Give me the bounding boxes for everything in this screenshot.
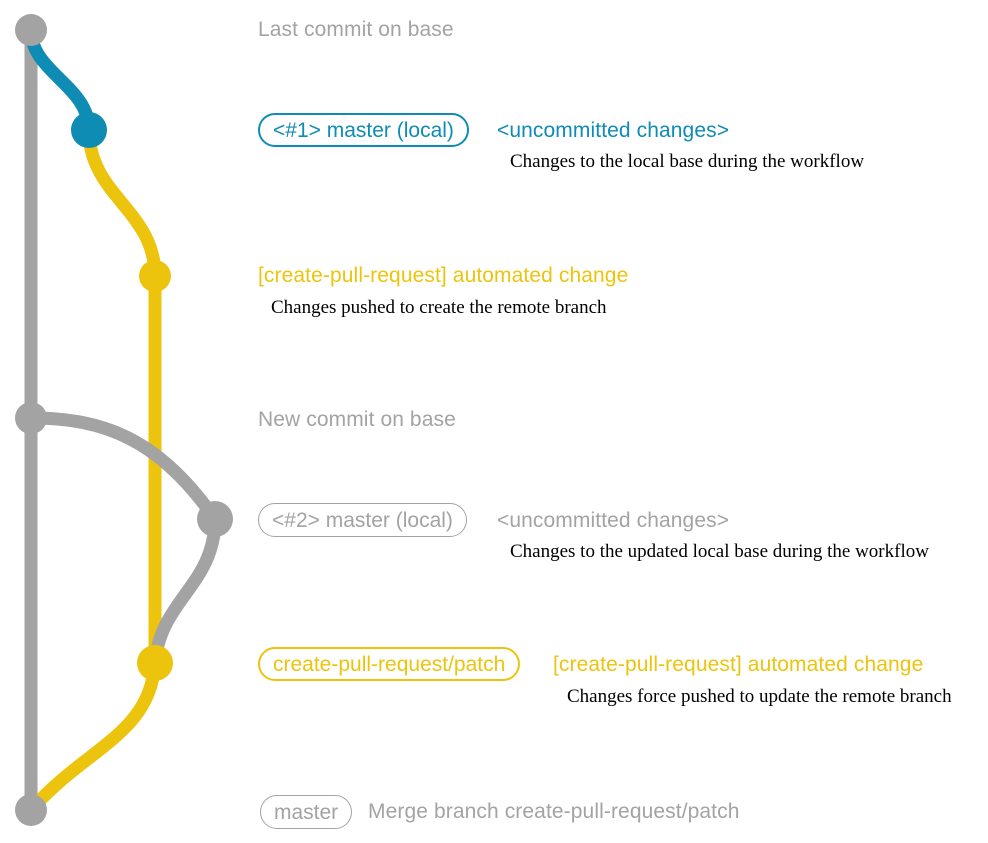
edge-local2-to-remote2 [148, 512, 222, 670]
commit-message-automated-change-2: [create-pull-request] automated change [553, 653, 924, 676]
commit-node-remote-2[interactable] [137, 645, 173, 681]
commit-node-base-new[interactable] [15, 402, 47, 434]
branch-badge-label: <#2> master (local) [272, 508, 453, 532]
commit-description-3: Changes to the updated local base during… [510, 541, 929, 562]
edge-basenew-to-local2 [24, 411, 222, 526]
branch-badge-master-local-1[interactable]: <#1> master (local) [258, 113, 469, 147]
commit-description-1: Changes to the local base during the wor… [510, 151, 865, 172]
edge-remote2-to-merge [24, 656, 162, 817]
branch-badge-label: master [274, 800, 339, 824]
commit-node-remote-1[interactable] [139, 260, 171, 292]
commit-node-local-2[interactable] [197, 501, 233, 537]
commit-node-local-1[interactable] [71, 112, 107, 148]
branch-badge-create-pull-request-patch[interactable]: create-pull-request/patch [258, 647, 521, 681]
commit-node-base-head[interactable] [15, 14, 47, 46]
branch-badge-label: create-pull-request/patch [273, 652, 506, 676]
commit-node-merge-final[interactable] [15, 794, 47, 826]
edge-local1-to-remote1 [82, 123, 162, 283]
commit-message-new-commit-on-base: New commit on base [258, 408, 456, 431]
branch-badge-label: <#1> master (local) [273, 118, 454, 142]
commit-message-automated-change-1: [create-pull-request] automated change [258, 264, 629, 287]
commit-description-2: Changes pushed to create the remote bran… [271, 297, 607, 318]
commit-message-uncommitted-changes-1: <uncommitted changes> [497, 119, 730, 142]
branch-badge-master[interactable]: master [260, 795, 353, 829]
branch-badge-master-local-2[interactable]: <#2> master (local) [258, 503, 467, 537]
commit-message-last-commit-on-base: Last commit on base [258, 18, 454, 41]
commit-message-merge-branch: Merge branch create-pull-request/patch [368, 800, 740, 823]
commit-description-4: Changes force pushed to update the remot… [567, 686, 952, 707]
commit-message-uncommitted-changes-2: <uncommitted changes> [497, 509, 730, 532]
